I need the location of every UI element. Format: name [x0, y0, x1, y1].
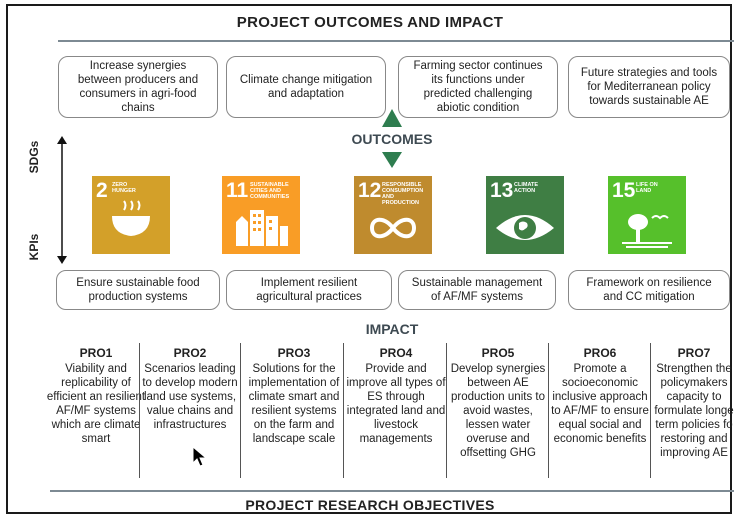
outcome-box-2: Climate change mitigation and adaptation — [226, 56, 386, 118]
sdg-tile-15: 15 LIFE ON LAND — [608, 176, 686, 254]
objective-text: Viability and replicability of efficient… — [46, 363, 146, 445]
objective-code: PRO3 — [277, 346, 311, 360]
objective-text: Provide and improve all types of ES thro… — [346, 363, 446, 445]
food-bowl-icon — [112, 200, 150, 236]
sdg-number: 11 — [226, 179, 249, 202]
sdg-tile-2: 2 ZERO HUNGER — [92, 176, 170, 254]
bottom-title: PROJECT RESEARCH OBJECTIVES — [245, 497, 495, 513]
objective-code: PRO5 — [481, 346, 515, 360]
arrow-down-icon — [382, 152, 402, 168]
top-title: PROJECT OUTCOMES AND IMPACT — [236, 14, 504, 31]
impact-label: IMPACT — [365, 321, 419, 337]
sdgs-axis-label: SDGs — [27, 140, 41, 174]
top-rule — [58, 40, 734, 42]
city-buildings-icon — [236, 210, 288, 246]
objective-code: PRO2 — [173, 346, 207, 360]
sdg-label: LIFE ON LAND — [636, 182, 658, 194]
sdg-tile-13: 13 CLIMATE ACTION — [486, 176, 564, 254]
sdg-number: 15 — [612, 179, 636, 202]
objective-pro1: PRO1 Viability and replicability of effi… — [46, 346, 146, 446]
kpi-box-2: Implement resilient agricultural practic… — [226, 270, 392, 310]
objective-code: PRO1 — [79, 346, 113, 360]
separator — [343, 343, 344, 478]
objective-code: PRO7 — [677, 346, 711, 360]
objective-text: Promote a socioeconomic inclusive approa… — [551, 363, 649, 445]
sdg-tile-12: 12 RESPONSIBLE CONSUMPTION AND PRODUCTIO… — [354, 176, 432, 254]
sdg-label: CLIMATE ACTION — [514, 182, 539, 194]
kpis-axis-label: KPIs — [27, 233, 41, 261]
outcome-box-4: Future strategies and tools for Mediterr… — [568, 56, 730, 118]
kpi-box-3: Sustainable management of AF/MF systems — [398, 270, 556, 310]
vertical-double-arrow-icon — [57, 136, 67, 264]
tree-bird-icon — [622, 214, 672, 248]
separator — [139, 343, 140, 478]
objective-text: Solutions for the implementation of clim… — [248, 363, 340, 445]
outcome-box-3: Farming sector continues its functions u… — [398, 56, 558, 118]
sdg-number: 12 — [358, 179, 382, 202]
bottom-rule — [50, 490, 734, 492]
sdg-number: 2 — [96, 179, 108, 202]
objective-text: Scenarios leading to develop modern land… — [142, 363, 238, 431]
eye-globe-icon — [496, 215, 554, 240]
sdg-label: ZERO HUNGER — [112, 182, 136, 194]
outcome-box-1: Increase synergies between producers and… — [58, 56, 218, 118]
sdg-tile-11: 11 SUSTAINABLE CITIES AND COMMUNITIES — [222, 176, 300, 254]
sdg-label: RESPONSIBLE CONSUMPTION AND PRODUCTION — [382, 182, 424, 206]
separator — [446, 343, 447, 478]
objective-pro2: PRO2 Scenarios leading to develop modern… — [140, 346, 240, 432]
objective-text: Develop synergies between AE production … — [450, 363, 546, 459]
separator — [650, 343, 651, 478]
diagram-frame — [6, 4, 732, 514]
mouse-cursor-icon — [192, 446, 208, 467]
arrow-up-icon — [382, 109, 402, 127]
objective-code: PRO6 — [583, 346, 617, 360]
separator — [548, 343, 549, 478]
outcomes-label: OUTCOMES — [351, 131, 433, 147]
objective-pro6: PRO6 Promote a socioeconomic inclusive a… — [550, 346, 650, 446]
objective-pro4: PRO4 Provide and improve all types of ES… — [346, 346, 446, 446]
sdg-label: SUSTAINABLE CITIES AND COMMUNITIES — [250, 182, 290, 200]
objective-code: PRO4 — [379, 346, 413, 360]
objective-pro3: PRO3 Solutions for the implementation of… — [244, 346, 344, 446]
kpi-box-4: Framework on resilience and CC mitigatio… — [568, 270, 730, 310]
separator — [240, 343, 241, 478]
objective-pro5: PRO5 Develop synergies between AE produc… — [448, 346, 548, 460]
objective-text: Strengthen the policymakers capacity to … — [654, 363, 734, 459]
sdg-number: 13 — [490, 179, 514, 202]
infinity-loop-icon — [369, 217, 417, 239]
kpi-box-1: Ensure sustainable food production syste… — [56, 270, 220, 310]
objective-pro7: PRO7 Strengthen the policymakers capacit… — [652, 346, 736, 460]
